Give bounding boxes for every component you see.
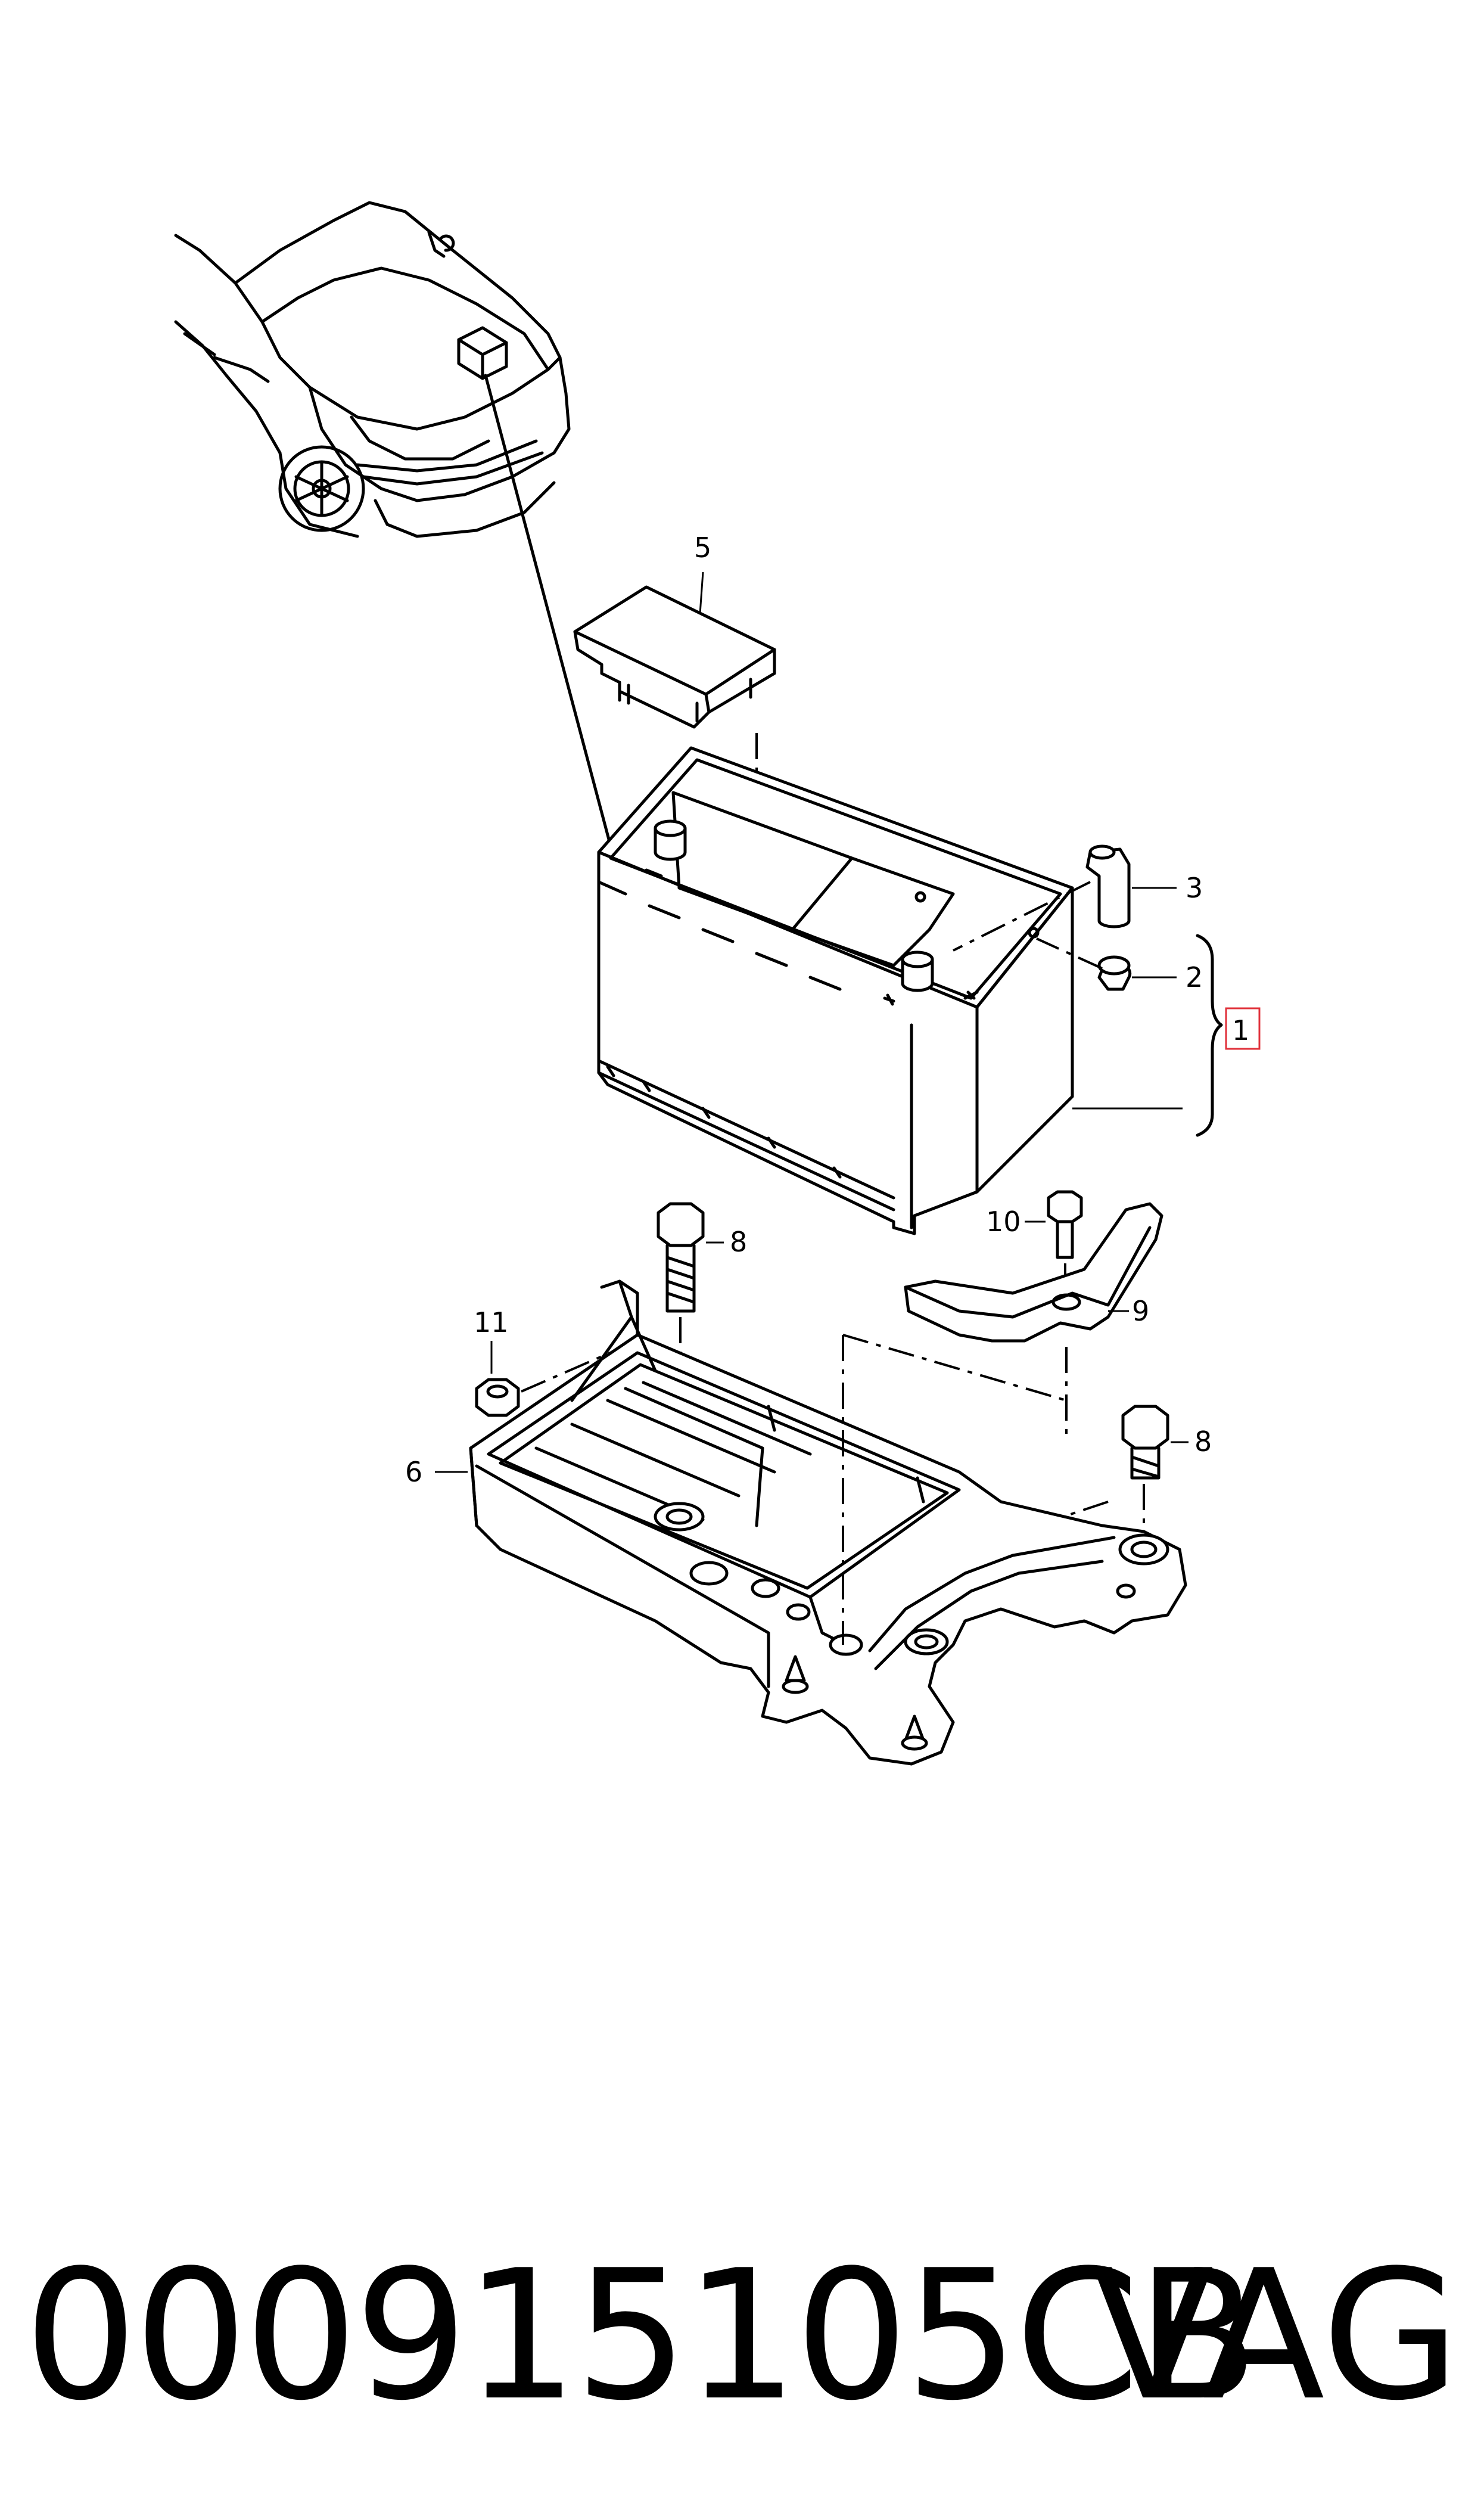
part-3-vent-elbow: 3 bbox=[953, 844, 1203, 952]
part-10-bolt: 10 bbox=[986, 1190, 1083, 1299]
footer: 000915105CB VAG bbox=[0, 2217, 1484, 2455]
callout-3: 3 bbox=[1186, 872, 1203, 904]
part-2-vent-plug: 2 bbox=[1036, 937, 1203, 993]
brand-label: VAG bbox=[1091, 2232, 1460, 2440]
part-6-battery-tray: 6 bbox=[405, 1279, 1187, 1766]
callout-9: 9 bbox=[1132, 1295, 1149, 1327]
part-9-clamp: 9 bbox=[842, 1202, 1163, 1442]
callout-11: 11 bbox=[474, 1306, 509, 1338]
part-11-nut: 11 bbox=[474, 1306, 638, 1417]
callout-1-bracket: 1 bbox=[1196, 934, 1261, 1137]
battery-parts-diagram: 5 3 bbox=[174, 201, 1261, 1766]
part-5-cover: 5 bbox=[573, 532, 776, 828]
callout-5: 5 bbox=[694, 532, 711, 564]
part-number: 000915105CB bbox=[24, 2232, 1259, 2440]
callout-6: 6 bbox=[405, 1456, 422, 1488]
callout-10: 10 bbox=[986, 1206, 1021, 1238]
callout-2: 2 bbox=[1186, 961, 1203, 993]
callout-1: 1 bbox=[1232, 1014, 1249, 1046]
part-1-battery bbox=[597, 746, 1183, 1235]
callout-1-highlight bbox=[1225, 1007, 1261, 1050]
callout-8b: 8 bbox=[1194, 1425, 1212, 1458]
callout-8a: 8 bbox=[730, 1226, 747, 1258]
car-illustration bbox=[174, 201, 612, 848]
